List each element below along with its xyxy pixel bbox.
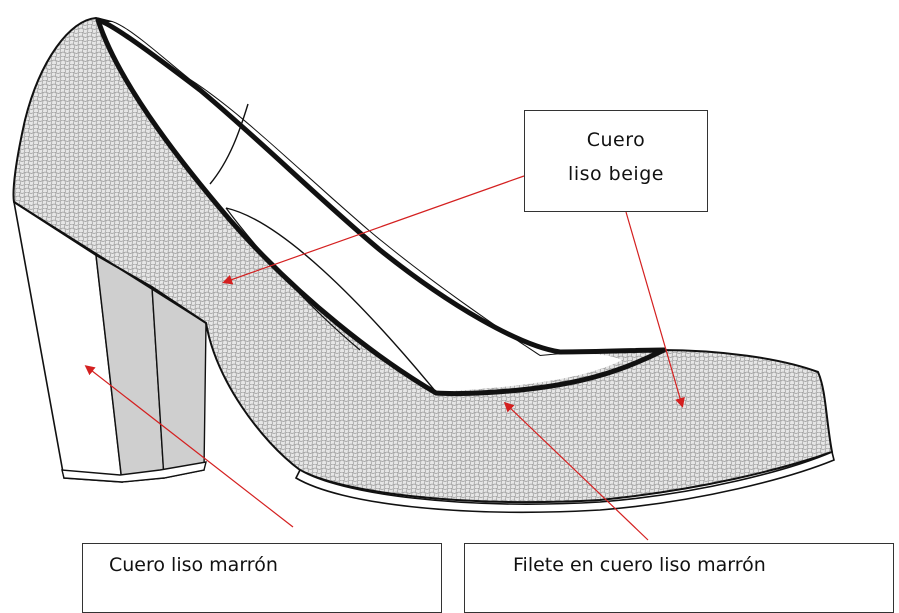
insole-line xyxy=(225,207,437,393)
label-beige-line1: Cuero xyxy=(586,129,646,151)
sole xyxy=(294,450,835,514)
label-beige-leather: Cuero liso beige xyxy=(524,110,708,212)
heel-edge-line xyxy=(13,201,207,324)
arrow-trim xyxy=(503,401,649,541)
arrow-heel xyxy=(84,365,294,528)
topline-trim xyxy=(95,17,667,397)
lining-seam xyxy=(209,103,249,185)
label-trim-text: Filete en cuero liso marrón xyxy=(513,554,766,576)
heel xyxy=(12,200,207,483)
arrow-beige-right xyxy=(625,211,685,408)
label-heel-leather: Cuero liso marrón xyxy=(82,543,442,613)
shoe-diagram xyxy=(12,16,835,541)
heel-top-piece xyxy=(61,461,207,483)
arrow-beige-left xyxy=(222,175,525,285)
label-beige-line2: liso beige xyxy=(568,163,664,185)
label-heel-text: Cuero liso marrón xyxy=(109,554,278,576)
label-trim-leather: Filete en cuero liso marrón xyxy=(464,543,894,613)
